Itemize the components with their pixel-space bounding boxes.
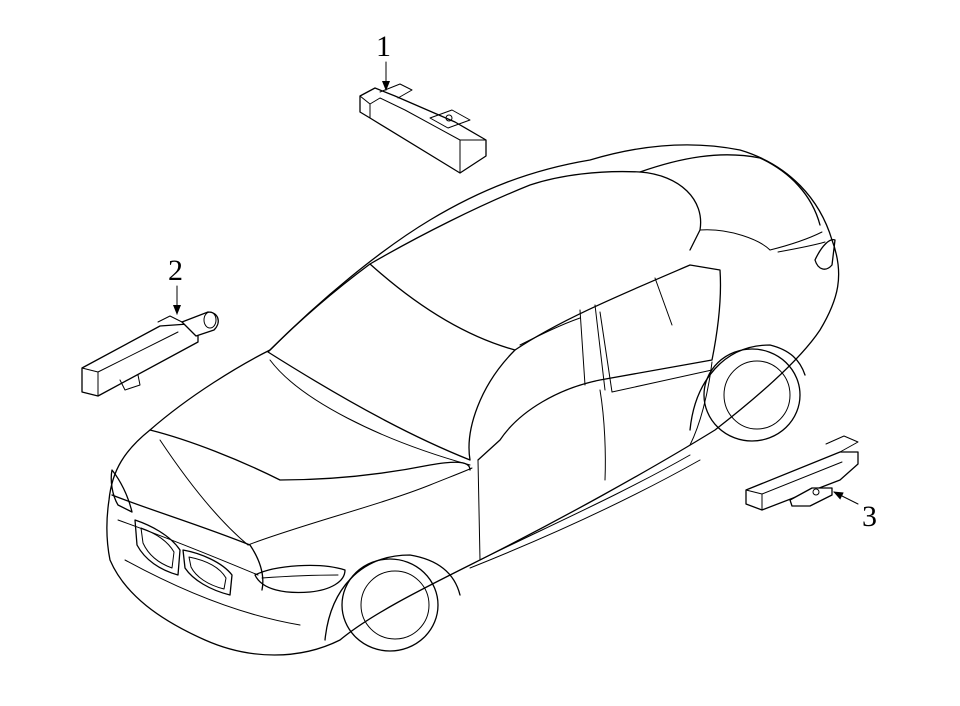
part-1-sensor [359, 83, 487, 174]
part-3-sensor [745, 435, 859, 511]
callout-1: 1 [376, 30, 391, 91]
callout-3-number: 3 [862, 500, 877, 533]
callout-2-number: 2 [168, 254, 183, 287]
callout-3: 3 [833, 491, 877, 533]
callout-2: 2 [168, 254, 183, 315]
car-illustration [106, 144, 840, 656]
callout-3-arrow [833, 491, 859, 505]
part-2-sensor [81, 311, 219, 397]
callout-1-number: 1 [376, 30, 391, 63]
